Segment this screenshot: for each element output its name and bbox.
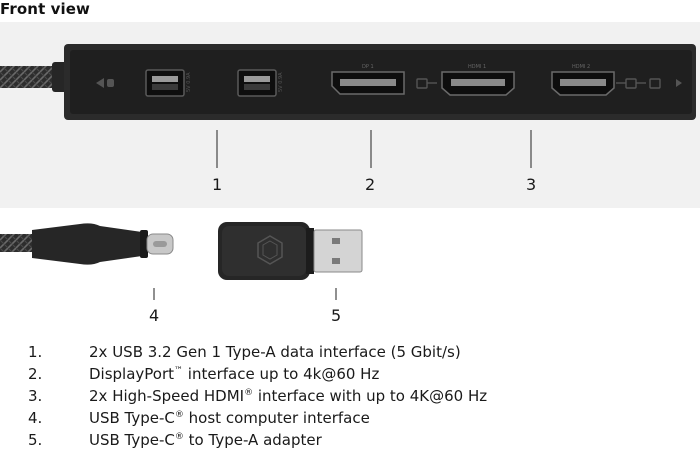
list-item-text: 2x High-Speed HDMI® interface with up to… bbox=[89, 387, 488, 405]
list-item-text: USB Type-C® host computer interface bbox=[89, 409, 370, 427]
hdmi2-label: HDMI 2 bbox=[572, 64, 590, 70]
registered-mark: ® bbox=[174, 410, 184, 420]
hub-illustration: 5V 0.9A 5V 0.9A DP 1 HDMI 1 HDMI 2 bbox=[0, 44, 696, 300]
list-item-number: 1. bbox=[28, 343, 43, 361]
list-item-text: 2x USB 3.2 Gen 1 Type-A data interface (… bbox=[89, 343, 461, 361]
callout-number-5: 5 bbox=[331, 306, 342, 325]
usb-a-port-2 bbox=[237, 69, 277, 97]
hub-left-symbol bbox=[96, 78, 114, 88]
usb-port-1-label: 5V 0.9A bbox=[186, 72, 192, 92]
list-item-number: 5. bbox=[28, 431, 43, 449]
list-item: 5. USB Type-C® to Type-A adapter bbox=[28, 431, 688, 453]
callout-number-3: 3 bbox=[526, 175, 537, 194]
registered-mark: ® bbox=[244, 388, 254, 398]
list-item: 2. DisplayPort™ interface up to 4k@60 Hz bbox=[28, 365, 688, 387]
list-item: 3. 2x High-Speed HDMI® interface with up… bbox=[28, 387, 688, 409]
hdmi-port-2 bbox=[551, 71, 615, 96]
registered-mark: ® bbox=[174, 432, 184, 442]
list-item-number: 3. bbox=[28, 387, 43, 405]
displayport-port bbox=[331, 71, 405, 95]
usb-c-to-a-adapter bbox=[218, 222, 363, 280]
usb-a-port-1 bbox=[145, 69, 185, 97]
list-item-number: 2. bbox=[28, 365, 43, 383]
list-item-text: USB Type-C® to Type-A adapter bbox=[89, 431, 322, 449]
hub-right-arrow bbox=[676, 79, 682, 87]
list-item-text: DisplayPort™ interface up to 4k@60 Hz bbox=[89, 365, 380, 383]
hdmi1-label: HDMI 1 bbox=[468, 64, 486, 70]
callout-number-4: 4 bbox=[149, 306, 160, 325]
trademark-mark: ™ bbox=[174, 366, 184, 376]
hub-right-symbol bbox=[616, 78, 661, 89]
usb-port-2-label: 5V 0.9A bbox=[278, 72, 284, 92]
link-symbol-1 bbox=[416, 78, 437, 89]
list-item: 1. 2x USB 3.2 Gen 1 Type-A data interfac… bbox=[28, 343, 688, 365]
callout-number-2: 2 bbox=[365, 175, 376, 194]
usb-c-cable bbox=[0, 223, 174, 265]
callout-number-1: 1 bbox=[212, 175, 223, 194]
list-item: 4. USB Type-C® host computer interface bbox=[28, 409, 688, 431]
dp-label: DP 1 bbox=[362, 64, 374, 70]
hdmi-port-1 bbox=[441, 71, 515, 96]
list-item-number: 4. bbox=[28, 409, 43, 427]
hub-cable bbox=[0, 62, 68, 92]
page-title: Front view bbox=[0, 0, 91, 18]
